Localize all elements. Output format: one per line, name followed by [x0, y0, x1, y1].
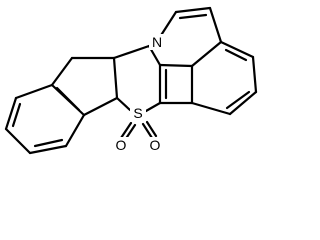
molecule-structure: N S O O: [4, 6, 258, 155]
sulfur-label: S: [133, 105, 142, 121]
benzene-ring-right: [158, 40, 258, 116]
atom-nitrogen: N: [149, 34, 165, 50]
atom-oxygen-right: O: [147, 137, 163, 154]
atom-oxygen-left: O: [113, 137, 129, 154]
oxygen-right-label: O: [150, 137, 161, 153]
thiazine-ring: [112, 44, 162, 113]
cyclopentane-ring: [50, 56, 119, 117]
oxygen-left-label: O: [116, 137, 127, 153]
pyrrole-ring: [156, 6, 223, 68]
atom-sulfur: S: [130, 105, 146, 122]
benzene-ring-left: [4, 83, 86, 155]
nitrogen-label: N: [152, 34, 162, 50]
